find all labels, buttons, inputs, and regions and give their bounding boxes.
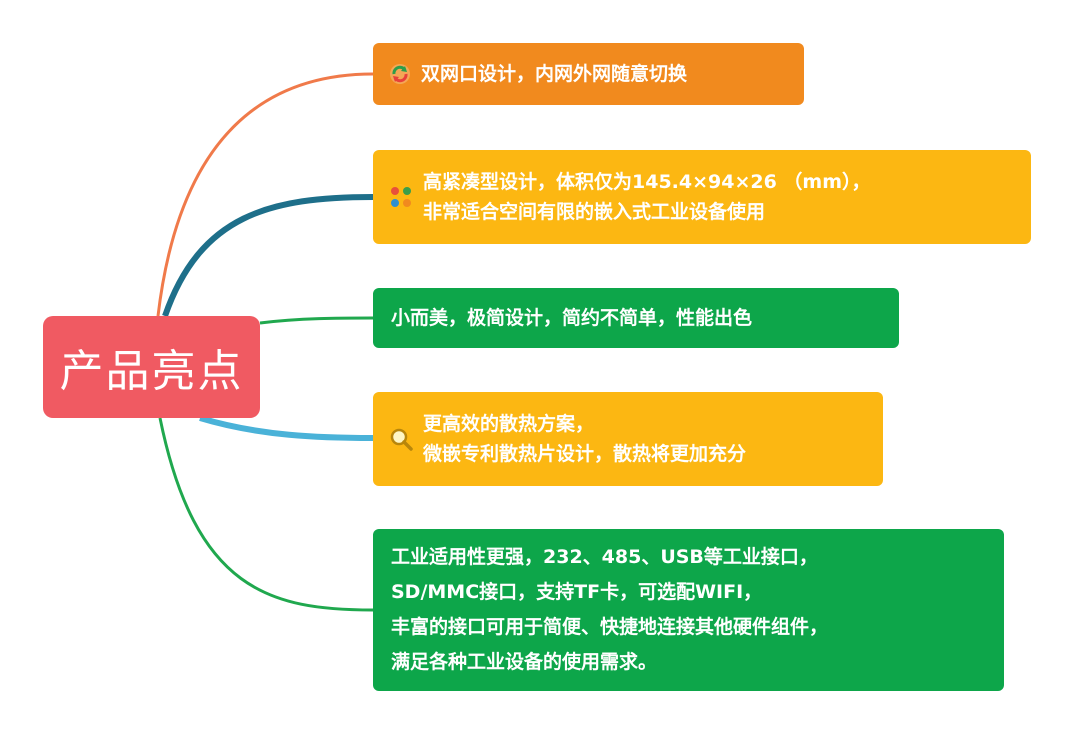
- branch-5-line-2: SD/MMC接口，支持TF卡，可选配WIFI，: [391, 581, 763, 603]
- branch-4-line-2: 微嵌专利散热片设计，散热将更加充分: [423, 443, 747, 465]
- branch-3: 小而美，极简设计，简约不简单，性能出色: [373, 288, 899, 348]
- branch-3-line-1: 小而美，极简设计，简约不简单，性能出色: [391, 307, 753, 329]
- branch-1-line-1: 双网口设计，内网外网随意切换: [421, 63, 688, 85]
- connector-line-4: [199, 415, 374, 441]
- branch-4: 更高效的散热方案， 微嵌专利散热片设计，散热将更加充分: [373, 392, 883, 486]
- branch-2-line-2: 非常适合空间有限的嵌入式工业设备使用: [423, 201, 766, 223]
- branch-4-line-1: 更高效的散热方案，: [423, 413, 595, 435]
- grid-icon: [389, 185, 413, 209]
- connector-line-3: [259, 316, 374, 325]
- branch-2-line-1: 高紧凑型设计，体积仅为145.4×94×26 （mm），: [423, 171, 871, 193]
- branch-5-line-3: 丰富的接口可用于简便、快捷地连接其他硬件组件，: [391, 616, 829, 638]
- branch-5-line-4: 满足各种工业设备的使用需求。: [391, 651, 658, 673]
- refresh-icon: [389, 63, 411, 85]
- connector-line-1: [156, 72, 374, 317]
- branch-1: 双网口设计，内网外网随意切换: [373, 43, 804, 105]
- connector-line-2: [162, 194, 374, 317]
- branch-5: 工业适用性更强，232、485、USB等工业接口， SD/MMC接口，支持TF卡…: [373, 529, 1004, 691]
- central-topic: 产品亮点: [43, 316, 260, 418]
- connector-line-5: [158, 417, 374, 612]
- branch-5-line-1: 工业适用性更强，232、485、USB等工业接口，: [391, 546, 818, 568]
- branch-2: 高紧凑型设计，体积仅为145.4×94×26 （mm）， 非常适合空间有限的嵌入…: [373, 150, 1031, 244]
- magnifier-icon: [389, 427, 413, 451]
